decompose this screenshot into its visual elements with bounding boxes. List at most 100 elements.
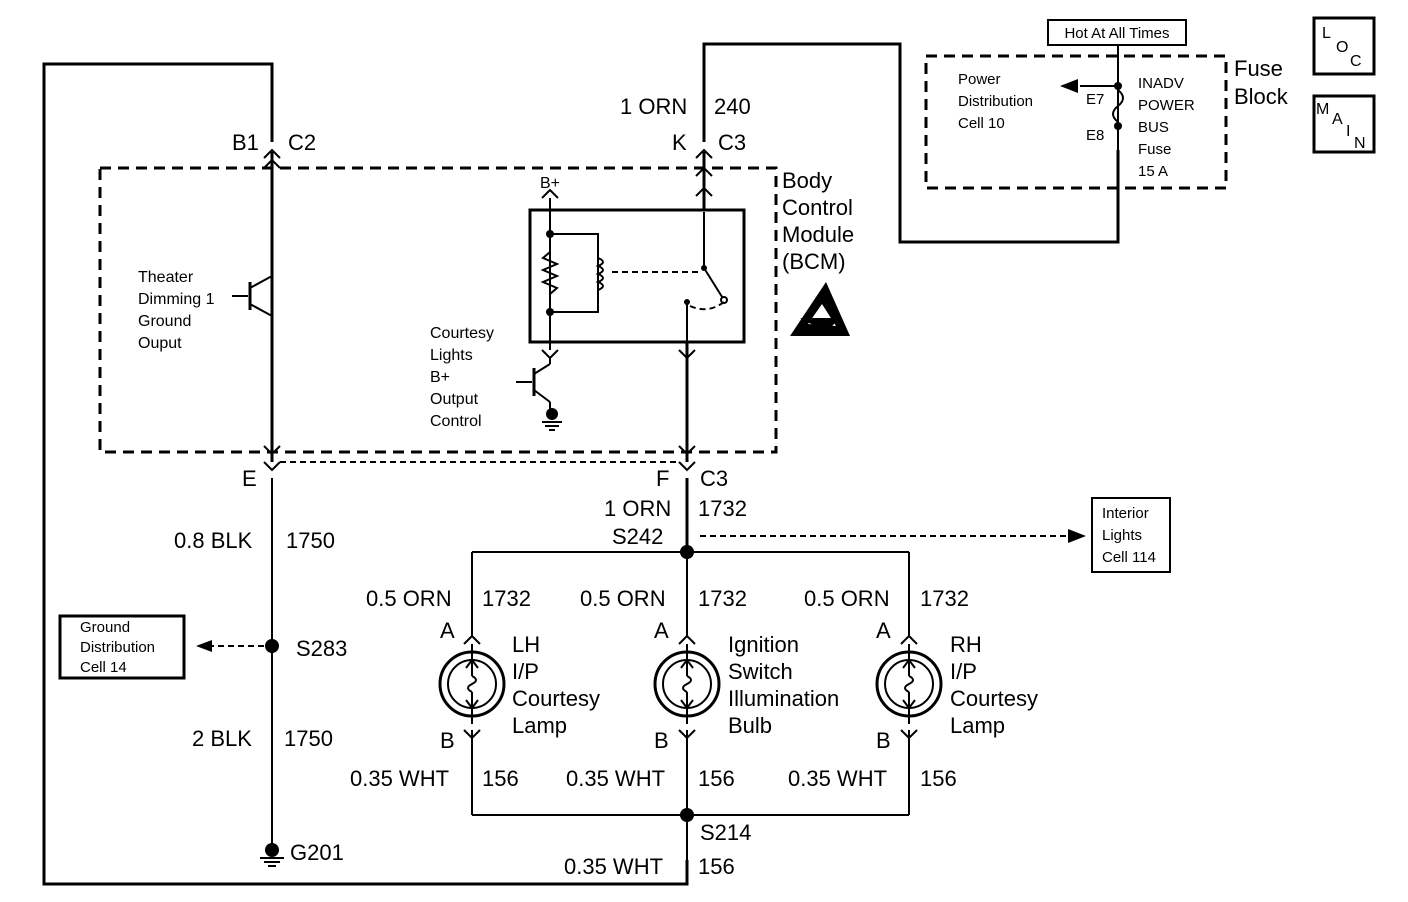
- blk2-num: 1750: [284, 726, 333, 751]
- courtesy-transistor: [516, 358, 562, 431]
- diagram-label: Fuse: [1138, 141, 1171, 158]
- k-label: K: [672, 130, 687, 155]
- diagram-label: L: [1322, 25, 1331, 42]
- b1-label: B1: [232, 130, 259, 155]
- lamp-rh-a: A: [876, 618, 891, 643]
- theater-transistor: [232, 275, 273, 317]
- diagram-label: Bulb: [728, 713, 772, 738]
- lamp-ign-wnum: 156: [698, 766, 735, 791]
- lamp-ign-gauge: 0.5 ORN: [580, 586, 666, 611]
- main-icon: M A I N: [1312, 94, 1376, 154]
- diagram-label: Illumination: [728, 686, 839, 711]
- diagram-label: POWER: [1138, 97, 1195, 114]
- lamp-rh: 0.5 ORN 1732 A B RH I/P Courtesy Lamp 0.…: [788, 586, 1038, 791]
- diagram-label: Ouput: [138, 335, 182, 352]
- diagram-label: I/P: [512, 659, 539, 684]
- g201-ground-icon: [260, 843, 284, 867]
- diagram-label: Courtesy: [512, 686, 600, 711]
- diagram-label: Cell 10: [958, 115, 1005, 132]
- c3-bottom-label: C3: [700, 466, 728, 491]
- diagram-label: Block: [1234, 84, 1289, 109]
- diagram-label: Control: [430, 413, 482, 430]
- diagram-label: A: [1332, 111, 1343, 128]
- wires: [42, 42, 1120, 886]
- fuse-symbol: [1060, 79, 1124, 130]
- diagram-label: Control: [782, 195, 853, 220]
- diagram-label: INADV: [1138, 75, 1184, 92]
- c2-label: C2: [288, 130, 316, 155]
- lamp-ignition: 0.5 ORN 1732 A B Ignition Switch Illumin…: [566, 586, 839, 791]
- diagram-label: LH: [512, 632, 540, 657]
- bottom-gauge: 0.35 WHT: [564, 854, 663, 879]
- diagram-label: Fuse: [1234, 56, 1283, 81]
- lamp-lh-a: A: [440, 618, 455, 643]
- blk2-gauge: 2 BLK: [192, 726, 252, 751]
- diagram-label: Lights: [430, 347, 473, 364]
- lamp-lh-num: 1732: [482, 586, 531, 611]
- diagram-label: Distribution: [80, 639, 155, 656]
- s283-splice: [265, 639, 279, 653]
- e8-label: E8: [1086, 127, 1104, 144]
- s214-label: S214: [700, 820, 751, 845]
- lamp-rh-gauge: 0.5 ORN: [804, 586, 890, 611]
- diagram-label: (BCM): [782, 249, 846, 274]
- lamp-rh-wgauge: 0.35 WHT: [788, 766, 887, 791]
- interior-lights-box: Interior Lights Cell 114: [1091, 497, 1171, 573]
- e-label: E: [242, 466, 257, 491]
- diagram-label: I/P: [950, 659, 977, 684]
- e7-label: E7: [1086, 91, 1104, 108]
- diagram-label: Lights: [1102, 527, 1142, 544]
- g201-label: G201: [290, 840, 344, 865]
- c3-top-label: C3: [718, 130, 746, 155]
- hot-at-all-times-box: Hot At All Times: [1047, 19, 1187, 46]
- lamp-rh-b: B: [876, 728, 891, 753]
- diagram-label: Cell 14: [80, 659, 127, 676]
- s214-splice: [680, 808, 694, 822]
- lamp-lh: 0.5 ORN 1732 A B LH I/P Courtesy Lamp 0.…: [350, 586, 600, 791]
- bcm-boundary: [98, 166, 778, 454]
- lamp-ign-b: B: [654, 728, 669, 753]
- diagram-label: Theater: [138, 269, 194, 286]
- diagram-label: Output: [430, 391, 479, 408]
- diagram-label: RH: [950, 632, 982, 657]
- esd-warning-icon: [790, 282, 850, 336]
- lamp-lh-b: B: [440, 728, 455, 753]
- fuse-name-label: INADV POWER BUS Fuse 15 A: [1138, 75, 1195, 180]
- s242-label: S242: [612, 524, 663, 549]
- diagram-label: B+: [430, 369, 450, 386]
- diagram-label: Power: [958, 71, 1001, 88]
- diagram-label: Switch: [728, 659, 793, 684]
- ground-distribution-box: Ground Distribution Cell 14: [58, 614, 186, 680]
- diagram-label: Distribution: [958, 93, 1033, 110]
- diagram-label: BUS: [1138, 119, 1169, 136]
- diagram-label: I: [1346, 123, 1350, 140]
- diagram-label: Interior: [1102, 505, 1149, 522]
- lamp-lh-wgauge: 0.35 WHT: [350, 766, 449, 791]
- diagram-label: Ground: [80, 619, 130, 636]
- blk1-num: 1750: [286, 528, 335, 553]
- diagram-label: Lamp: [950, 713, 1005, 738]
- diagram-label: O: [1336, 39, 1348, 56]
- s242-splice: [680, 545, 694, 559]
- diagram-label: Module: [782, 222, 854, 247]
- s283-label: S283: [296, 636, 347, 661]
- diagram-label: Ground: [138, 313, 191, 330]
- lamp-lh-gauge: 0.5 ORN: [366, 586, 452, 611]
- lamp-ign-wgauge: 0.35 WHT: [566, 766, 665, 791]
- w1-gauge: 1 ORN: [604, 496, 671, 521]
- hot-label: Hot At All Times: [1064, 25, 1169, 42]
- w1-num: 1732: [698, 496, 747, 521]
- diagram-label: Ignition: [728, 632, 799, 657]
- diagram-label: N: [1354, 135, 1366, 152]
- diagram-label: C: [1350, 53, 1362, 70]
- lamp-ign-num: 1732: [698, 586, 747, 611]
- diagram-label: Courtesy: [950, 686, 1038, 711]
- circuit-240: 240: [714, 94, 751, 119]
- interior-arrow-icon: [1068, 529, 1086, 543]
- lamp-rh-wnum: 156: [920, 766, 957, 791]
- orn-top-gauge: 1 ORN: [620, 94, 687, 119]
- bcm-title: Body Control Module (BCM): [782, 168, 854, 274]
- fuse-block-boundary: [924, 54, 1228, 190]
- f-label: F: [656, 466, 669, 491]
